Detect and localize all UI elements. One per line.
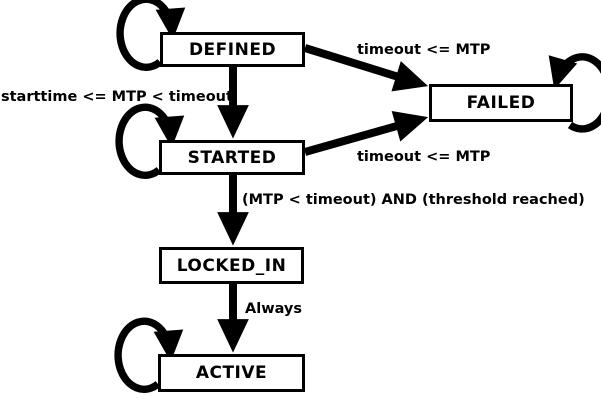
state-box-started: STARTED xyxy=(159,140,305,175)
self-loop-started-arrow xyxy=(115,103,185,179)
state-box-failed: FAILED xyxy=(429,84,573,122)
state-box-locked-in: LOCKED_IN xyxy=(159,247,304,284)
arrow-defined-to-failed xyxy=(303,44,429,92)
state-box-defined: DEFINED xyxy=(160,32,305,67)
edge-label-lockedin-to-active: Always xyxy=(245,301,303,317)
edge-label-defined-to-failed: timeout <= MTP xyxy=(357,42,491,58)
self-loop-active-arrow xyxy=(114,317,184,393)
edge-label-started-to-lockedin: (MTP < timeout) AND (threshold reached) xyxy=(242,192,585,208)
self-loop-failed-arrow xyxy=(548,53,601,133)
state-box-active: ACTIVE xyxy=(158,354,305,392)
edge-label-started-to-failed: timeout <= MTP xyxy=(357,149,491,165)
arrow-started-to-failed xyxy=(303,110,429,156)
self-loop-defined-arrow xyxy=(116,0,186,71)
edge-label-defined-to-started: starttime <= MTP < timeout xyxy=(1,89,233,105)
